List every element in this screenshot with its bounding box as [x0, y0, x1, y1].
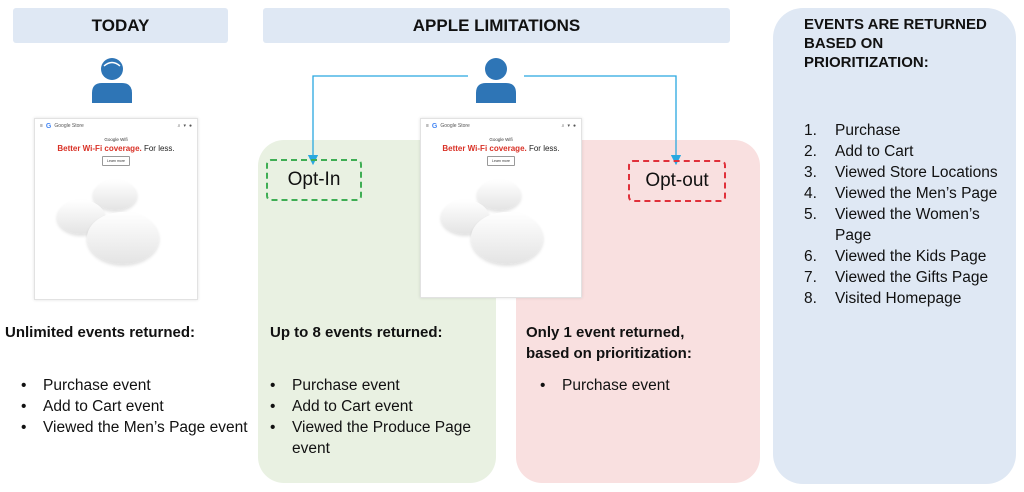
optout-title-line2: based on prioritization: [526, 345, 692, 362]
list-item: Add to Cart event [254, 396, 484, 417]
google-logo: G [45, 122, 52, 130]
list-item: Viewed the Produce Page event [254, 417, 484, 459]
optin-title: Up to 8 events returned: [270, 324, 443, 341]
arrow-icon [307, 75, 468, 166]
screenshot-toolbar: ≡ G Google Store ⌕ ▾ ● [421, 119, 581, 133]
hamburger-icon: ≡ [40, 123, 43, 129]
list-item: 1.Purchase [804, 122, 901, 139]
product-headline: Better Wi-Fi coverage. For less. [421, 144, 581, 153]
today-header: TODAY [13, 8, 228, 43]
hamburger-icon: ≡ [426, 123, 429, 129]
today-header-label: TODAY [91, 15, 150, 35]
apple-header-label: APPLE LIMITATIONS [412, 15, 581, 35]
store-screenshot: ≡ G Google Store ⌕ ▾ ● Google Wifi Bette… [420, 118, 582, 298]
today-title: Unlimited events returned: [5, 324, 196, 341]
headline-rest: For less. [141, 144, 175, 153]
screenshot-toolbar: ≡ G Google Store ⌕ ▾ ● [35, 119, 197, 133]
list-item: 7.Viewed the Gifts Page [804, 269, 989, 286]
headline-red: Better Wi-Fi coverage. [442, 144, 527, 153]
search-icon: ⌕ [177, 123, 181, 129]
product-subtitle: Google Wifi [104, 137, 128, 142]
optout-label-text: Opt-out [645, 170, 709, 191]
google-logo: G [431, 122, 438, 130]
apple-limitations-header: APPLE LIMITATIONS [263, 8, 730, 43]
today-event-list: Purchase event Add to Cart event Viewed … [5, 375, 255, 438]
list-item: 4.Viewed the Men’s Page [804, 185, 998, 202]
list-item: Purchase event [524, 375, 744, 396]
optin-event-list: Purchase event Add to Cart event Viewed … [254, 375, 484, 459]
list-item: Viewed the Men’s Page event [5, 417, 255, 438]
product-subtitle: Google Wifi [489, 137, 513, 142]
priority-list: 1.Purchase 2.Add to Cart 3.Viewed Store … [804, 120, 1004, 309]
learn-more-button: Learn more [487, 156, 515, 166]
optout-title-line1: Only 1 event returned, [526, 324, 685, 341]
list-item: 2.Add to Cart [804, 143, 914, 160]
search-icon: ⌕ [561, 123, 565, 129]
arrow-icon [524, 75, 682, 166]
optout-event-list: Purchase event [524, 375, 744, 396]
person-icon [92, 58, 132, 103]
list-item: Purchase event [5, 375, 255, 396]
cart-icon: ▾ [567, 123, 570, 129]
list-item: 5.Viewed the Women’s Page [804, 206, 980, 244]
store-brand: Google Store [440, 123, 470, 129]
list-item: 6.Viewed the Kids Page [804, 248, 987, 265]
headline-red: Better Wi-Fi coverage. [57, 144, 142, 153]
list-item: 3.Viewed Store Locations [804, 164, 998, 181]
store-screenshot: ≡ G Google Store ⌕ ▾ ● Google Wifi Bette… [34, 118, 198, 300]
list-item: Purchase event [254, 375, 484, 396]
avatar-icon: ● [572, 123, 576, 129]
priority-panel [773, 8, 1016, 484]
store-brand: Google Store [54, 123, 84, 129]
headline-rest: For less. [526, 144, 560, 153]
list-item: 8.Visited Homepage [804, 290, 962, 307]
optout-label: Opt-out [628, 160, 726, 202]
cart-icon: ▾ [183, 123, 186, 129]
learn-more-button: Learn more [102, 156, 130, 166]
product-headline: Better Wi-Fi coverage. For less. [35, 144, 197, 153]
person-icon [476, 58, 516, 103]
avatar-icon: ● [188, 123, 192, 129]
optin-label: Opt-In [266, 159, 362, 201]
list-item: Add to Cart event [5, 396, 255, 417]
priority-title: EVENTS ARE RETURNED BASED ON PRIORITIZAT… [804, 16, 987, 71]
optin-label-text: Opt-In [287, 169, 341, 190]
